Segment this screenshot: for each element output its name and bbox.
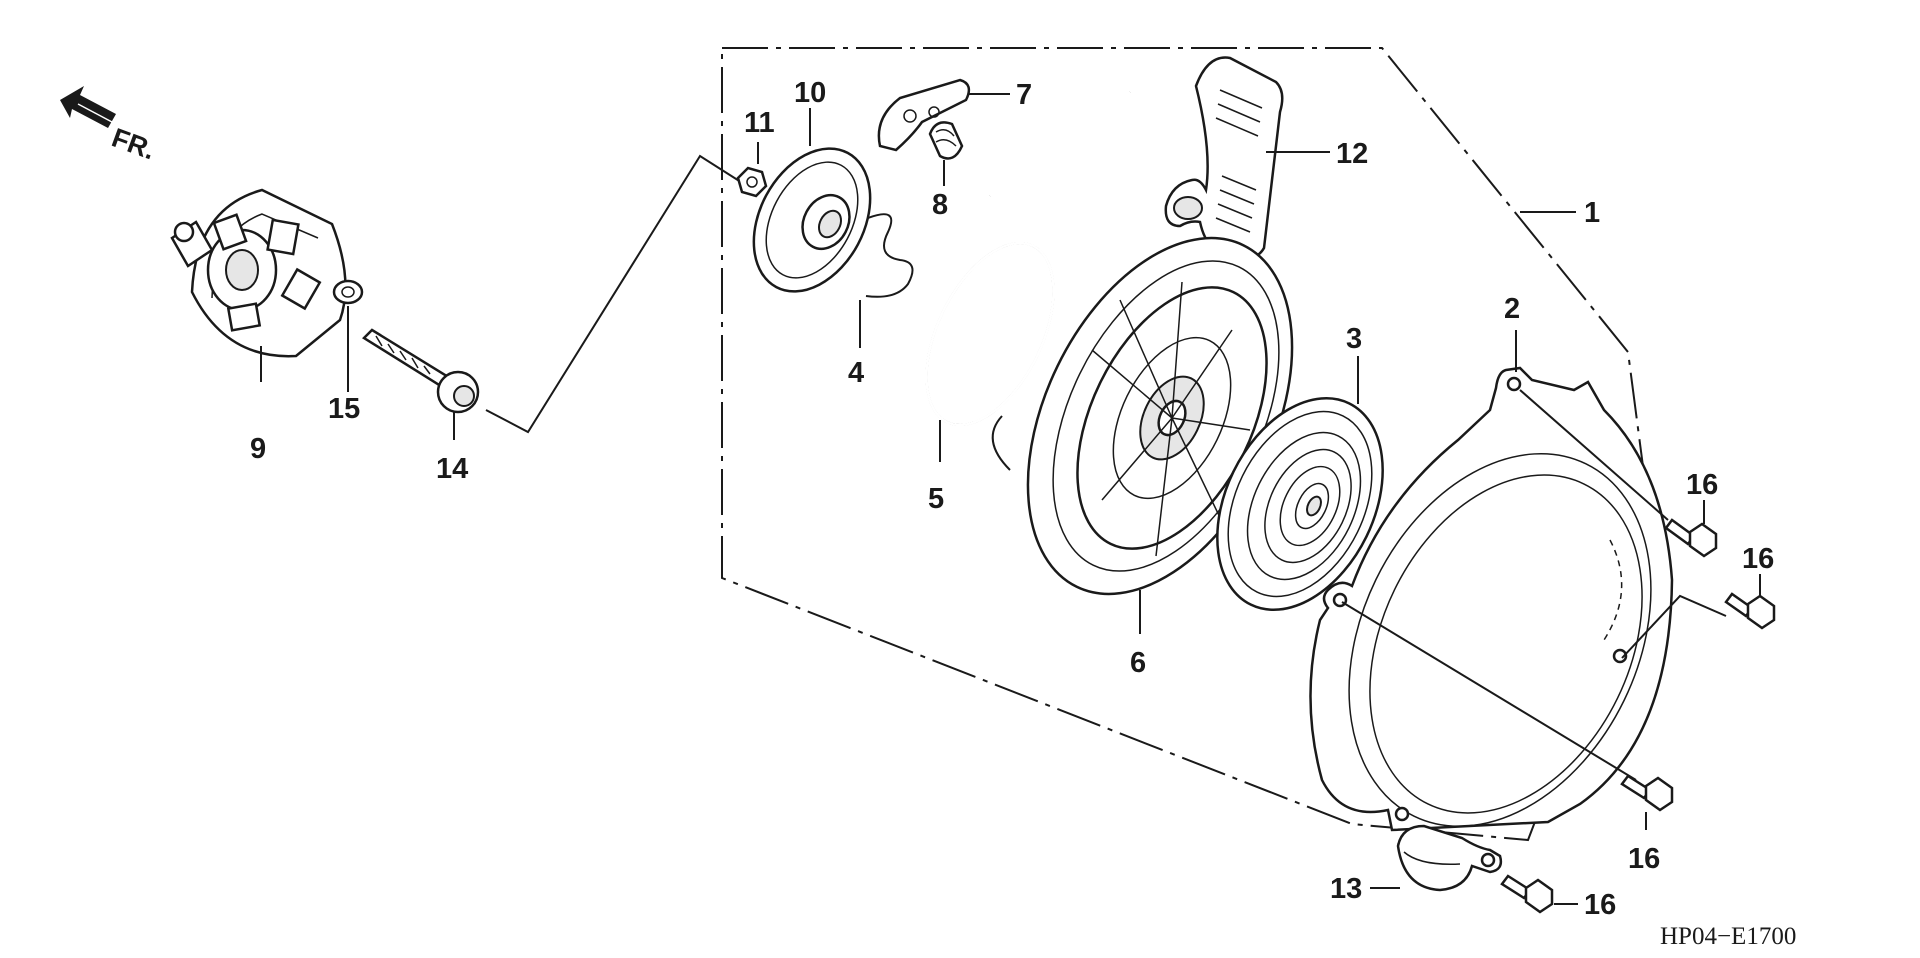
leader-line-case-to-16b (1621, 594, 1727, 659)
flange-bolt-16c (1620, 774, 1674, 812)
assembly-outline (721, 47, 1652, 842)
callout-16d: 16 (1584, 889, 1616, 921)
flange-bolt (362, 328, 480, 414)
flange-bolt-16d (1500, 874, 1554, 914)
starter-case (1309, 366, 1674, 832)
callout-1: 1 (1584, 197, 1600, 229)
callout-4: 4 (848, 357, 864, 389)
callout-5: 5 (928, 483, 944, 515)
callout-6: 6 (1130, 647, 1146, 679)
callout-16c: 16 (1628, 843, 1660, 875)
callout-16a: 16 (1686, 469, 1718, 501)
ratchet-spring (928, 121, 964, 160)
callout-7: 7 (1016, 79, 1032, 111)
callout-10: 10 (794, 77, 826, 109)
callout-8: 8 (932, 189, 948, 221)
callout-16b: 16 (1742, 543, 1774, 575)
leader-line-case-to-16a (1519, 389, 1669, 521)
starter-rope (903, 89, 1132, 471)
callout-12: 12 (1336, 138, 1368, 170)
front-direction-arrow-icon (60, 86, 116, 128)
callout-15: 15 (328, 393, 360, 425)
starter-pulley (170, 188, 347, 358)
friction-plate (752, 147, 872, 293)
diagram-code: HP04−E1700 (1660, 923, 1796, 950)
callout-3: 3 (1346, 323, 1362, 355)
recoil-spring (1216, 396, 1384, 612)
washer (332, 279, 364, 305)
front-direction-label: FR. (108, 122, 159, 165)
callout-2: 2 (1504, 293, 1520, 325)
flange-bolt-16a (1664, 518, 1718, 558)
callout-13: 13 (1330, 873, 1362, 905)
starter-grip (1164, 56, 1284, 259)
callout-9: 9 (250, 433, 266, 465)
flange-bolt-16b (1724, 592, 1776, 630)
callout-14: 14 (436, 453, 468, 485)
ratchet (877, 78, 971, 152)
leader-line-14-to-11 (485, 154, 745, 434)
friction-spring (865, 213, 914, 298)
leader-line-case-to-16c (1341, 601, 1637, 781)
clamp (1396, 824, 1503, 892)
callout-11: 11 (744, 107, 775, 139)
nut (736, 166, 768, 198)
